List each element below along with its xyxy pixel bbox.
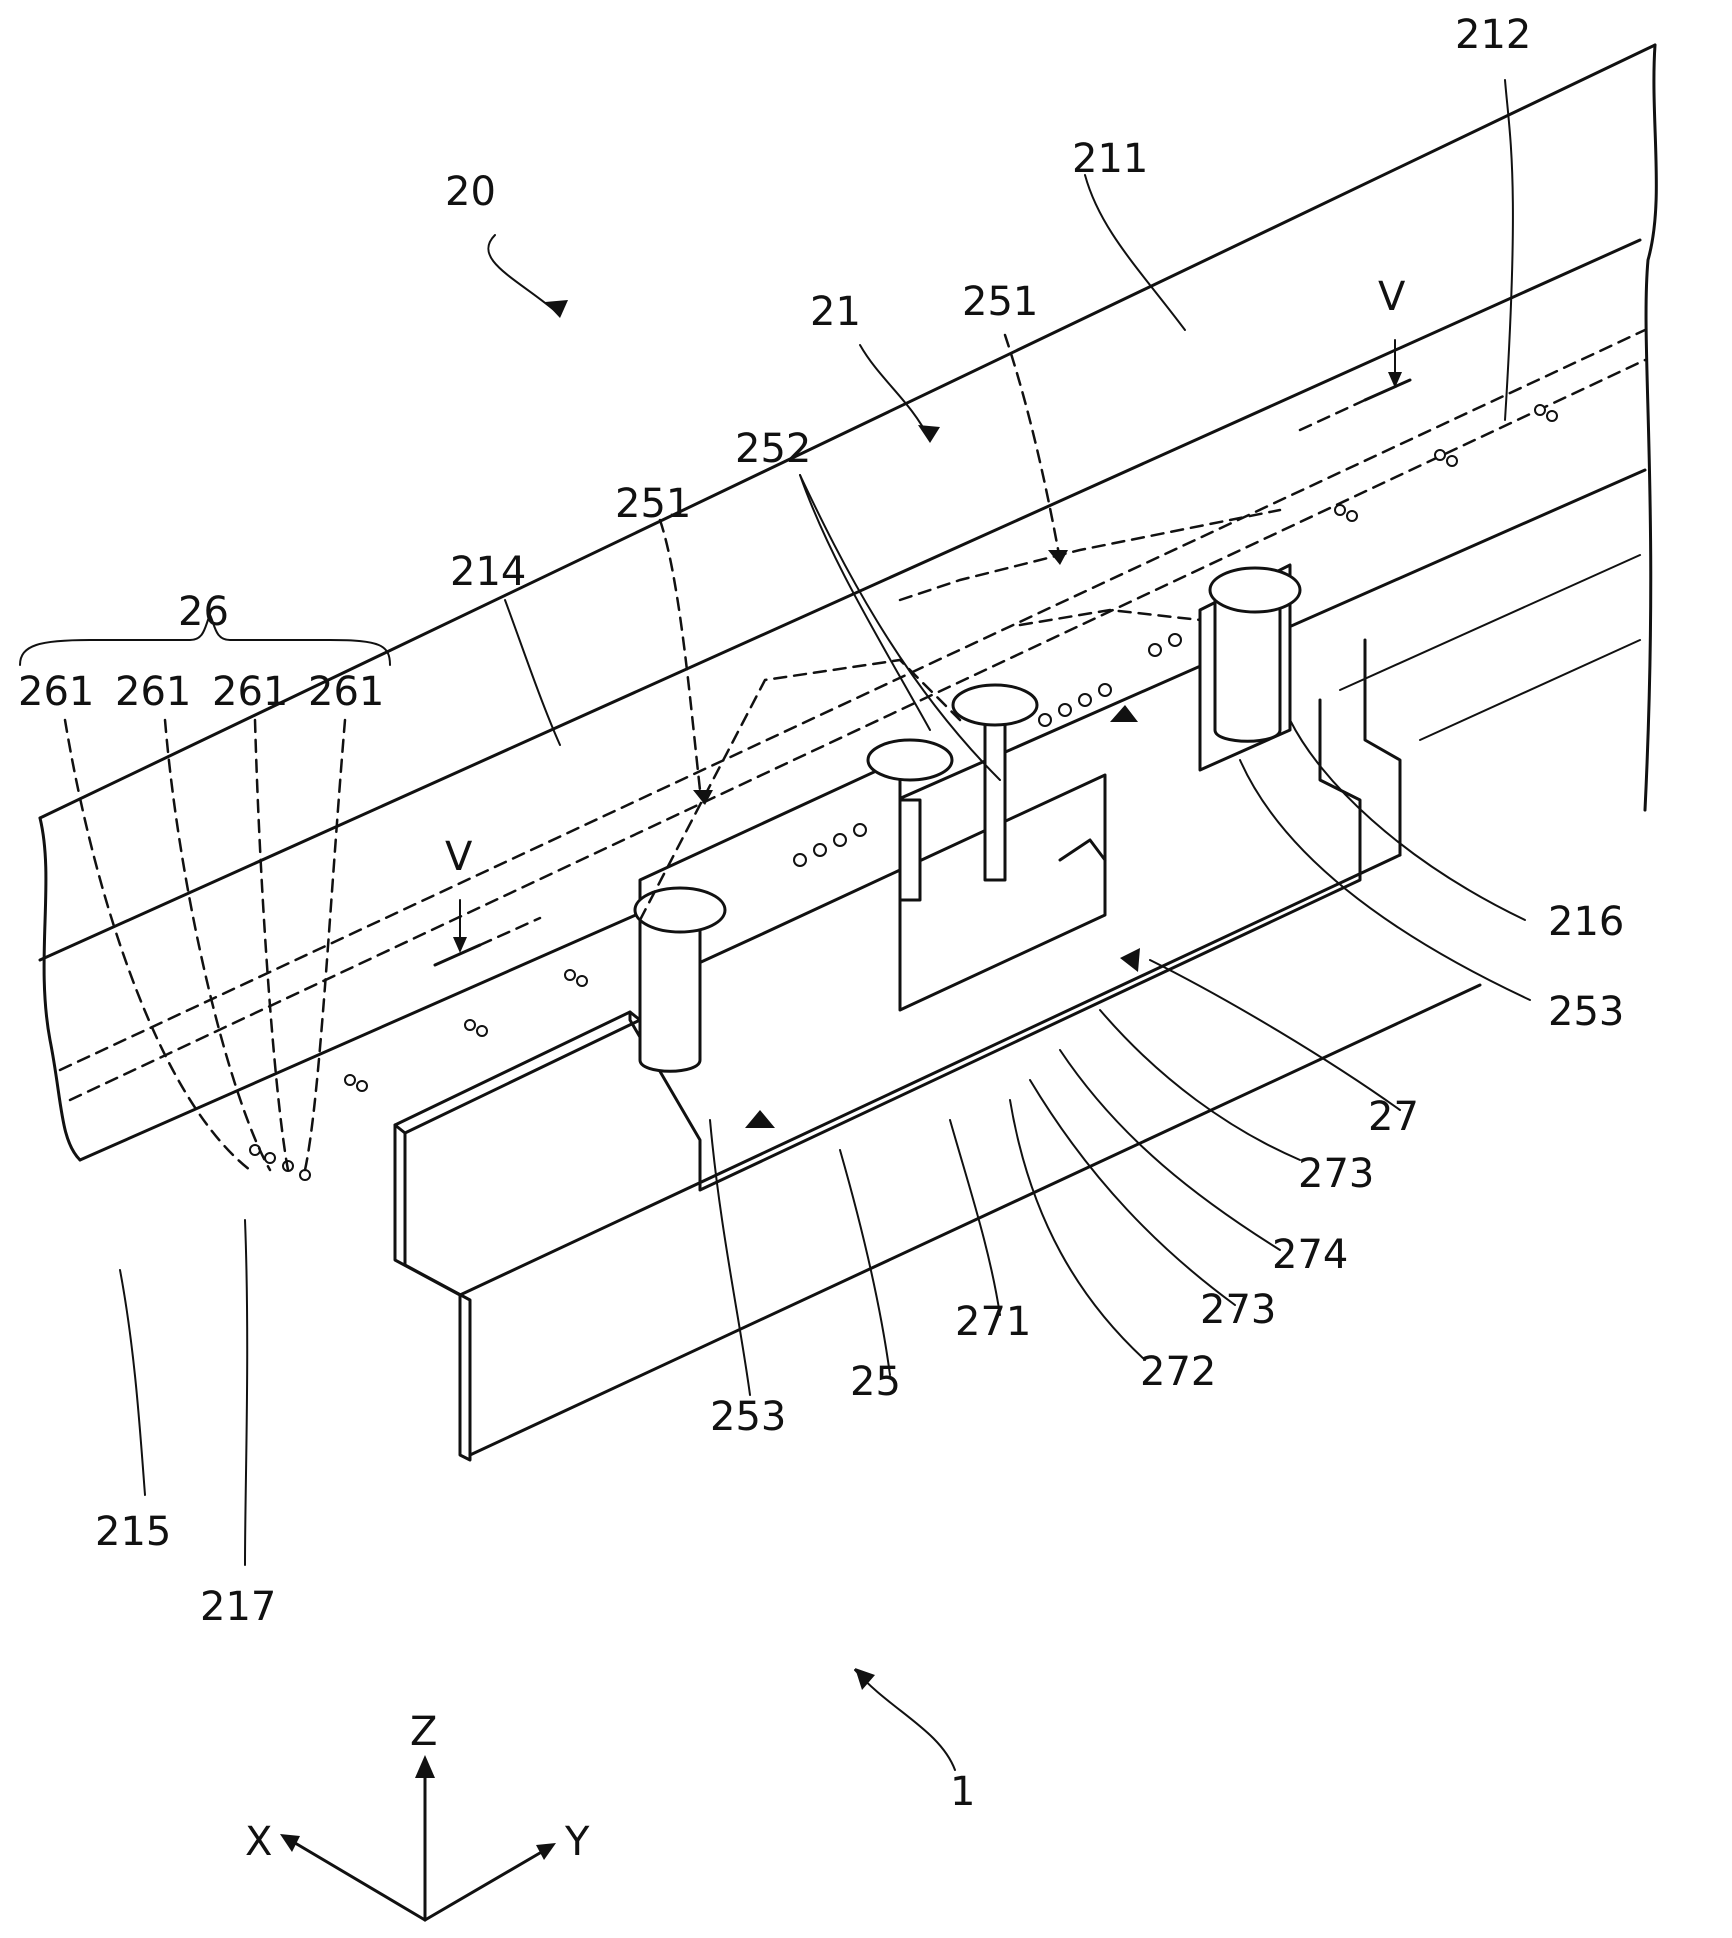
- coordinate-axes: Z X Y: [245, 1709, 590, 1922]
- label-261c: 261: [212, 669, 288, 715]
- label-273b: 273: [1200, 1287, 1276, 1333]
- rail-body: [38, 43, 1658, 1162]
- label-216: 216: [1548, 899, 1624, 945]
- reference-labels: 20 21 211 212 214 251 251 252 26 261 261…: [18, 12, 1624, 1815]
- block-holes: [793, 633, 1182, 867]
- mount-block: [633, 563, 1302, 1073]
- label-212: 212: [1455, 12, 1531, 58]
- axis-y-label: Y: [564, 1819, 590, 1865]
- label-27: 27: [1368, 1094, 1419, 1140]
- label-261b: 261: [115, 669, 191, 715]
- label-261a: 261: [18, 669, 94, 715]
- label-v-left: V: [445, 834, 473, 880]
- label-v-top: V: [1378, 274, 1406, 320]
- label-261d: 261: [308, 669, 384, 715]
- label-252: 252: [735, 426, 811, 472]
- label-214: 214: [450, 549, 526, 595]
- label-211: 211: [1072, 136, 1148, 182]
- hole-row-261: [249, 404, 1558, 1181]
- axis-z-label: Z: [410, 1709, 437, 1755]
- axis-x-label: X: [245, 1819, 272, 1865]
- label-272: 272: [1140, 1349, 1216, 1395]
- label-251b: 251: [962, 279, 1038, 325]
- arrowheads: [453, 300, 1402, 1690]
- label-215: 215: [95, 1509, 171, 1555]
- label-274: 274: [1272, 1232, 1348, 1278]
- label-217: 217: [200, 1584, 276, 1630]
- label-1: 1: [950, 1769, 975, 1815]
- dashed-outline-251: [638, 508, 1282, 922]
- label-273a: 273: [1298, 1151, 1374, 1197]
- label-271: 271: [955, 1299, 1031, 1345]
- label-253a: 253: [710, 1394, 786, 1440]
- brace-26: [19, 612, 391, 666]
- label-21: 21: [810, 289, 861, 335]
- leader-lines: [63, 79, 1531, 1771]
- label-26: 26: [178, 589, 229, 635]
- label-251a: 251: [615, 481, 691, 527]
- label-25: 25: [850, 1359, 901, 1405]
- label-20: 20: [445, 169, 496, 215]
- label-253b: 253: [1548, 989, 1624, 1035]
